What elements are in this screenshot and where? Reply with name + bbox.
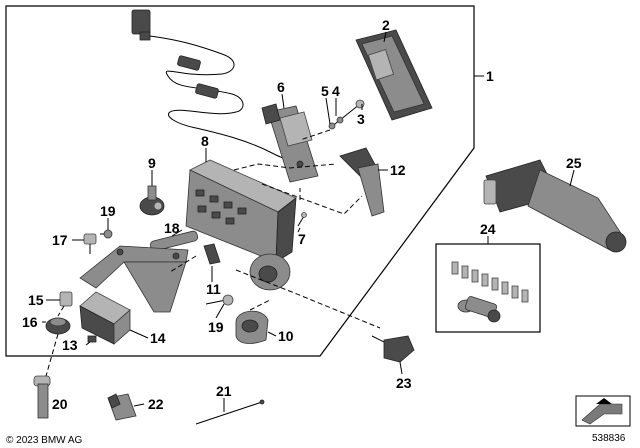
- part-plate-2: [355, 29, 433, 121]
- label-25: 25: [566, 155, 582, 171]
- label-5: 5: [321, 83, 329, 99]
- label-19-bottom: 19: [208, 319, 224, 335]
- label-15: 15: [28, 292, 44, 308]
- label-1: 1: [486, 68, 494, 84]
- label-21: 21: [216, 383, 232, 399]
- part-bracket-6: [261, 103, 319, 183]
- part-grommet-16: [45, 317, 71, 335]
- part-sleeve-15: [59, 291, 73, 307]
- part-mount-bracket: [79, 245, 189, 313]
- part-screw-17: [83, 233, 97, 254]
- part-kit-24: [435, 243, 541, 333]
- part-rod-21: [195, 399, 265, 425]
- label-9: 9: [148, 155, 156, 171]
- part-grip-25: [483, 159, 627, 253]
- label-10: 10: [278, 328, 294, 344]
- label-16: 16: [22, 314, 38, 330]
- part-screw-3: [328, 99, 365, 130]
- copyright-text: © 2023 BMW AG: [6, 435, 83, 446]
- part-hook-11: [203, 243, 221, 265]
- assembly-frame: [5, 5, 475, 357]
- part-housing-8: [185, 159, 297, 291]
- label-19-top: 19: [100, 203, 116, 219]
- label-17: 17: [52, 232, 68, 248]
- part-key-23: [371, 335, 415, 363]
- label-7: 7: [298, 231, 306, 247]
- part-clamp-9: [139, 185, 165, 216]
- part-clip-13: [87, 335, 97, 343]
- part-screw-7: [297, 212, 307, 227]
- label-2: 2: [382, 17, 390, 33]
- part-screw-19-top: [100, 229, 113, 239]
- label-23: 23: [396, 375, 412, 391]
- label-3: 3: [357, 111, 365, 127]
- part-post-20: [33, 375, 51, 419]
- leader-lines: [42, 31, 575, 412]
- label-20: 20: [52, 396, 68, 412]
- label-24: 24: [480, 221, 496, 237]
- part-cable-harness: [131, 9, 295, 161]
- callout-labels: 1 2 3 4 5 6 7 8 9 10 11 12 13 14 15 16 1…: [22, 17, 582, 412]
- part-cap-10: [235, 310, 269, 344]
- part-clip-22: [107, 393, 137, 421]
- assembly-dashed-lines: [45, 129, 381, 377]
- label-12: 12: [390, 162, 406, 178]
- part-pin-18: [149, 230, 199, 252]
- part-screw-19-bottom: [205, 294, 234, 306]
- label-4: 4: [332, 83, 340, 99]
- part-holder-14: [79, 291, 131, 345]
- label-22: 22: [148, 396, 164, 412]
- label-11: 11: [206, 281, 221, 297]
- label-13: 13: [62, 337, 78, 353]
- part-lever-12: [339, 147, 385, 217]
- label-6: 6: [277, 79, 285, 95]
- label-8: 8: [201, 133, 209, 149]
- label-18: 18: [164, 220, 180, 236]
- diagram-number: 538836: [592, 433, 626, 444]
- diagram-icon: [575, 395, 631, 427]
- label-14: 14: [150, 330, 166, 346]
